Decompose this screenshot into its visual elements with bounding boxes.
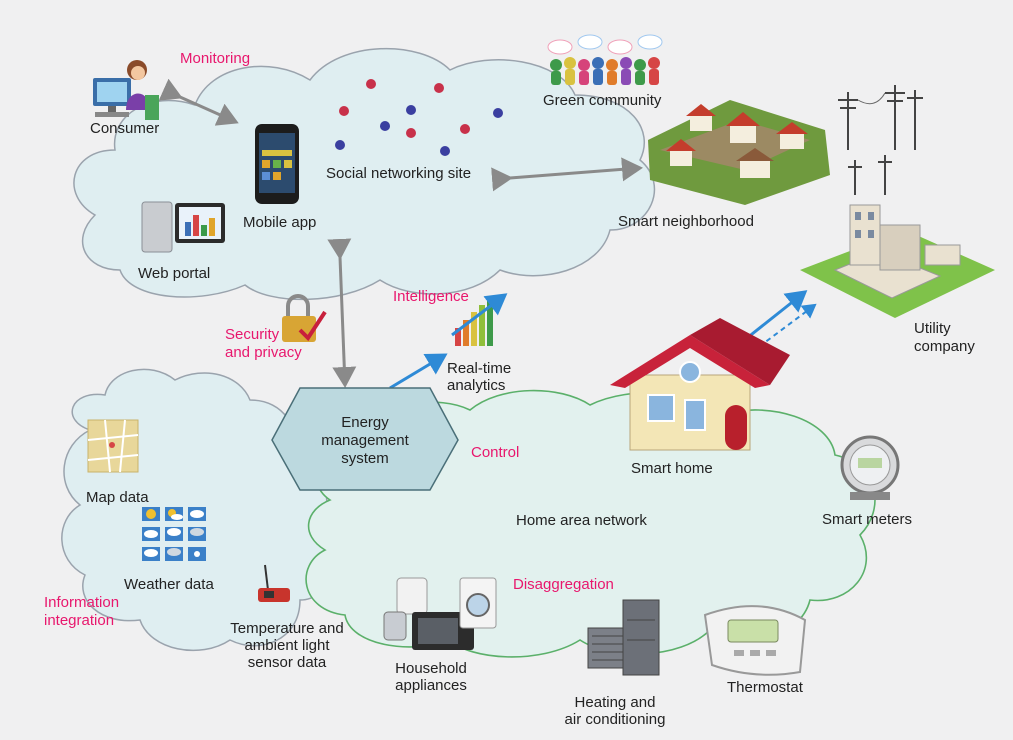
label-realtime-line2: analytics xyxy=(447,377,506,394)
label-disaggregation: Disaggregation xyxy=(513,576,614,593)
label-smart-neighborhood: Smart neighborhood xyxy=(618,213,754,230)
label-sensor-line3: sensor data xyxy=(247,654,327,671)
label-ems-line3: system xyxy=(341,450,389,467)
lock-icon xyxy=(282,294,327,342)
label-smart-meters: Smart meters xyxy=(822,511,913,528)
social-node-icon xyxy=(335,79,503,156)
label-utility-line2: company xyxy=(914,338,975,355)
hvac-icon xyxy=(587,599,660,676)
label-mobile-app: Mobile app xyxy=(243,214,317,231)
label-ems-line2: management xyxy=(321,432,409,449)
house-icon xyxy=(610,318,790,451)
arrow-analytics xyxy=(389,353,448,390)
label-security-line1: Security xyxy=(225,326,280,343)
utility-building-icon xyxy=(800,204,995,318)
label-monitoring: Monitoring xyxy=(180,50,251,67)
mobile-phone-icon xyxy=(255,124,299,204)
neighborhood-icon xyxy=(648,100,830,205)
label-info-integration-line1: Information xyxy=(44,594,120,611)
label-heating-line2: air conditioning xyxy=(564,711,666,728)
label-ems-line1: Energy xyxy=(341,414,389,431)
energy-management-hexagon xyxy=(271,387,459,491)
arrow-monitoring xyxy=(158,78,239,126)
label-household-line2: appliances xyxy=(395,677,467,694)
arrow-utility-solid xyxy=(720,290,808,363)
label-green-community: Green community xyxy=(543,92,662,109)
computer-icon xyxy=(141,201,225,253)
arrow-security xyxy=(327,238,357,388)
label-map-data: Map data xyxy=(86,489,149,506)
power-pole-icon xyxy=(838,85,923,195)
label-household-line1: Household xyxy=(395,660,467,677)
label-utility-line1: Utility xyxy=(914,320,951,337)
label-web-portal: Web portal xyxy=(138,265,211,282)
label-sensor-line2: ambient light xyxy=(244,637,330,654)
label-heating-line1: Heating and xyxy=(574,694,656,711)
label-consumer: Consumer xyxy=(90,120,160,137)
consumer-icon xyxy=(93,60,159,120)
label-sensor-line1: Temperature and xyxy=(230,620,344,637)
label-home-area-network: Home area network xyxy=(516,512,647,529)
appliance-icon xyxy=(383,577,497,650)
map-icon xyxy=(87,419,139,473)
label-control: Control xyxy=(471,444,520,461)
people-chat-icon xyxy=(547,34,663,85)
thermostat-icon xyxy=(703,605,807,676)
analytics-chart-icon xyxy=(451,293,508,346)
label-intelligence: Intelligence xyxy=(393,288,469,305)
label-social-networking-site: Social networking site xyxy=(326,165,472,182)
smart-meter-icon xyxy=(840,435,900,500)
label-thermostat: Thermostat xyxy=(727,679,803,696)
sensor-icon xyxy=(258,564,290,602)
label-info-integration-line2: integration xyxy=(44,612,115,629)
weather-icon xyxy=(142,507,206,561)
label-smart-home: Smart home xyxy=(631,460,713,477)
label-weather-data: Weather data xyxy=(124,576,214,593)
label-security-line2: and privacy xyxy=(225,344,302,361)
label-realtime-line1: Real-time xyxy=(447,360,512,377)
arrow-neighborhood xyxy=(491,157,643,192)
